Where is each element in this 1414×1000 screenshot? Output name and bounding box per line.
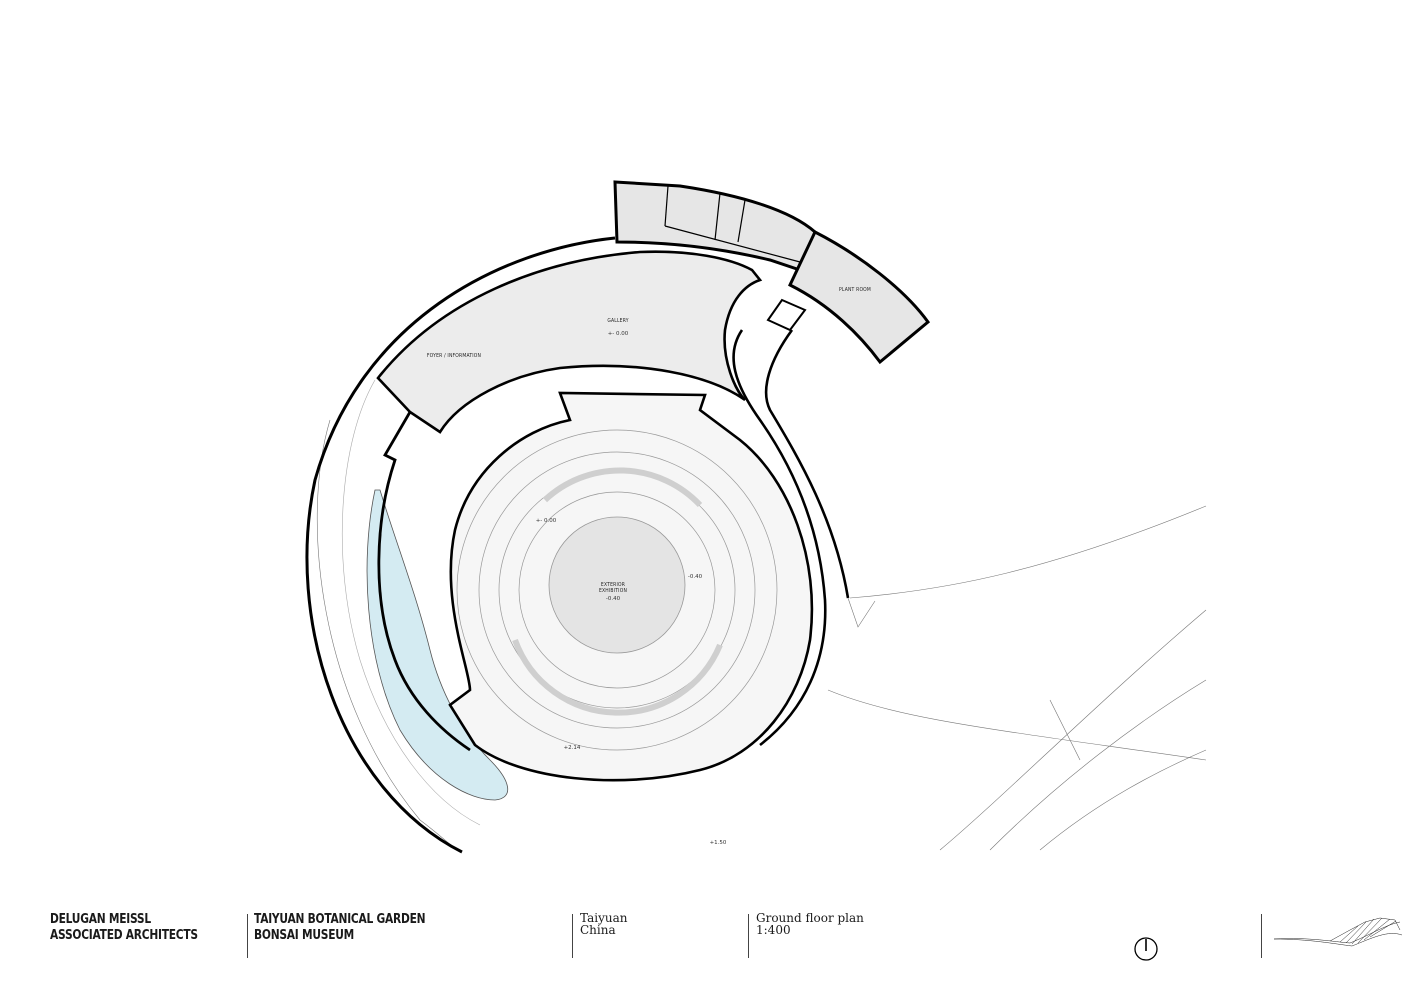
ring-level: -0.40 bbox=[688, 574, 703, 580]
gallery-wing bbox=[376, 250, 763, 434]
spiral-east-wall-outer bbox=[764, 329, 850, 599]
courtyard-rings bbox=[456, 429, 778, 751]
drawing-info: Ground floor plan 1:400 bbox=[756, 912, 864, 936]
firm-name: DELUGAN MEISSL ASSOCIATED ARCHITECTS bbox=[50, 912, 198, 944]
firm-line-2: ASSOCIATED ARCHITECTS bbox=[50, 928, 198, 943]
drawing-scale: 1:400 bbox=[756, 923, 791, 937]
foyer-label: FOYER / INFORMATION bbox=[427, 353, 481, 359]
ground-level: +1.50 bbox=[710, 840, 727, 846]
path-edge bbox=[341, 379, 481, 826]
plant-room-label: PLANT ROOM bbox=[839, 287, 871, 293]
site-lines bbox=[316, 419, 1207, 853]
north-arrow-icon bbox=[1134, 937, 1158, 961]
location: Taiyuan China bbox=[580, 912, 627, 936]
dma-logo-icon bbox=[1273, 917, 1403, 947]
inner-west-wall bbox=[377, 411, 471, 752]
spiral-east-wall bbox=[732, 329, 827, 747]
project-name: TAIYUAN BOTANICAL GARDEN BONSAI MUSEUM bbox=[254, 912, 426, 944]
service-partitions bbox=[664, 185, 801, 263]
drawing-title: Ground floor plan bbox=[756, 911, 864, 925]
exterior-exhibition-plaza bbox=[548, 516, 686, 654]
project-line-1: TAIYUAN BOTANICAL GARDEN bbox=[254, 912, 426, 927]
country: China bbox=[580, 923, 616, 937]
ring-steps bbox=[512, 467, 723, 716]
outer-landscape-wall bbox=[305, 236, 616, 854]
gallery-label: GALLERY bbox=[607, 318, 628, 324]
separator bbox=[572, 914, 573, 958]
plant-room bbox=[788, 229, 931, 365]
separator bbox=[748, 914, 749, 958]
exterior-label-1: EXTERIOR bbox=[601, 582, 625, 588]
water-pool bbox=[366, 489, 509, 801]
connector bbox=[766, 298, 807, 332]
separator bbox=[1261, 914, 1262, 958]
south-level: +2.14 bbox=[564, 745, 581, 751]
gallery-level: +- 0.00 bbox=[608, 331, 629, 337]
courtyard-level: +- 0.00 bbox=[536, 518, 557, 524]
separator bbox=[247, 914, 248, 958]
city: Taiyuan bbox=[580, 911, 628, 925]
exterior-label-2: EXHIBITION bbox=[599, 588, 627, 594]
center-level: -0.40 bbox=[606, 596, 621, 602]
project-line-2: BONSAI MUSEUM bbox=[254, 928, 355, 943]
firm-line-1: DELUGAN MEISSL bbox=[50, 912, 151, 927]
